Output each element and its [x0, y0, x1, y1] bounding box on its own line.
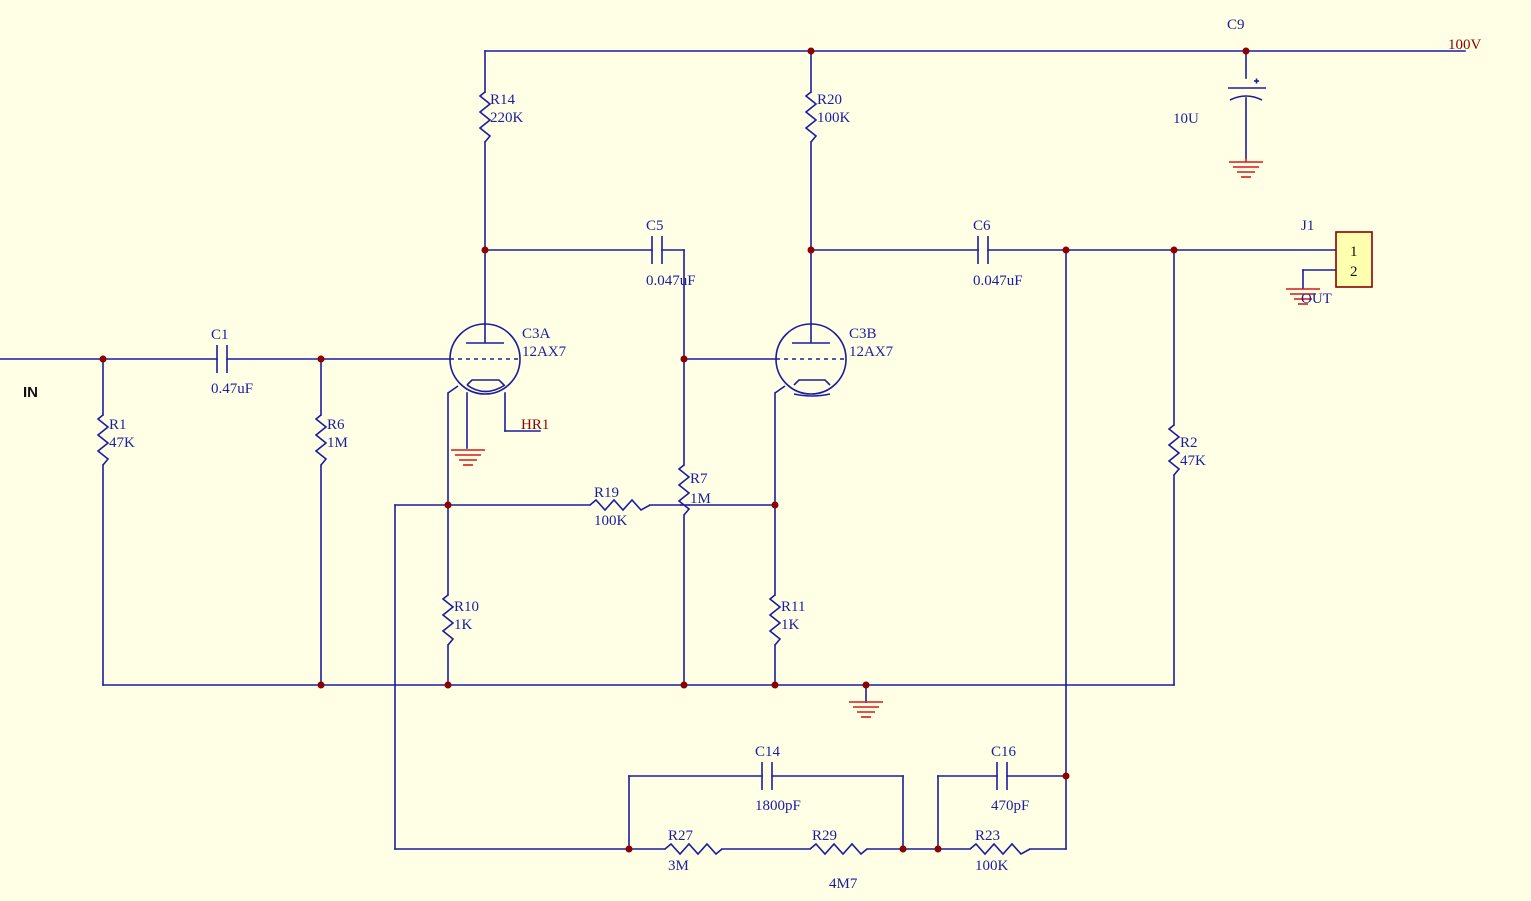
resistor-r6	[314, 414, 328, 466]
ground-icon	[451, 449, 485, 466]
r2-designator: R2	[1180, 435, 1198, 451]
resistors	[96, 91, 1181, 856]
capacitor-c5	[651, 236, 663, 264]
c3b-value: 12AX7	[849, 344, 894, 360]
resistor-r11	[768, 594, 782, 646]
capacitors	[216, 78, 1266, 790]
supply-net-label: 100V	[1448, 37, 1482, 53]
ground-icon	[1286, 288, 1320, 305]
c5-designator: C5	[646, 218, 664, 234]
j1-pin2-label: 2	[1350, 264, 1358, 280]
resistor-r19	[589, 498, 651, 512]
c1-designator: C1	[211, 327, 229, 343]
c3a-designator: C3A	[522, 326, 551, 342]
r1-designator: R1	[109, 417, 127, 433]
r19-value: 100K	[594, 513, 628, 529]
heater-net-label: HR1	[521, 417, 549, 433]
r11-value: 1K	[781, 617, 800, 633]
c6-value: 0.047uF	[973, 273, 1023, 289]
c9-designator: C9	[1227, 17, 1245, 33]
r23-designator: R23	[975, 828, 1000, 844]
r10-value: 1K	[454, 617, 473, 633]
resistor-r10	[441, 594, 455, 646]
ground-icon	[1229, 158, 1263, 178]
r20-designator: R20	[817, 92, 842, 108]
wires	[0, 50, 1466, 850]
resistor-r14	[478, 91, 492, 143]
c3a-value: 12AX7	[522, 344, 567, 360]
tube-c3a	[447, 323, 521, 395]
c3b-designator: C3B	[849, 326, 877, 342]
j1-designator: J1	[1301, 218, 1314, 234]
capacitor-c16	[996, 762, 1008, 790]
resistor-r29	[809, 842, 868, 856]
c6-designator: C6	[973, 218, 991, 234]
r11-designator: R11	[781, 599, 805, 615]
r10-designator: R10	[454, 599, 479, 615]
r6-designator: R6	[327, 417, 345, 433]
r7-value: 1M	[690, 491, 711, 507]
ground-symbols	[451, 158, 1320, 718]
r14-value: 220K	[490, 110, 524, 126]
r2-value: 47K	[1180, 453, 1206, 469]
tube-c3b	[774, 323, 847, 397]
r27-designator: R27	[668, 828, 694, 844]
connector-j1: 1 2	[1335, 231, 1373, 288]
capacitor-c6	[977, 236, 989, 264]
resistor-r2	[1167, 424, 1181, 476]
r6-value: 1M	[327, 435, 348, 451]
output-label: OUT	[1301, 291, 1332, 307]
resistor-r7	[677, 464, 691, 516]
c5-value: 0.047uF	[646, 273, 696, 289]
r27-value: 3M	[668, 858, 689, 874]
r7-designator: R7	[690, 471, 708, 487]
c1-value: 0.47uF	[211, 381, 253, 397]
labels: IN HR1 100V C9 10U R14 220K R20 100K C5 …	[23, 17, 1482, 892]
capacitor-c14	[761, 762, 773, 790]
input-label: IN	[23, 384, 38, 401]
junctions	[99, 47, 1250, 853]
r23-value: 100K	[975, 858, 1009, 874]
capacitor-c1	[216, 345, 228, 373]
resistor-r20	[804, 91, 818, 143]
c16-designator: C16	[991, 744, 1017, 760]
r14-designator: R14	[490, 92, 516, 108]
r19-designator: R19	[594, 485, 619, 501]
resistor-r27	[664, 842, 723, 856]
resistor-r23	[969, 842, 1031, 856]
c16-value: 470pF	[991, 798, 1029, 814]
j1-pin1-label: 1	[1350, 244, 1358, 260]
r20-value: 100K	[817, 110, 851, 126]
resistor-r1	[96, 414, 110, 466]
r29-value: 4M7	[829, 876, 858, 892]
c14-value: 1800pF	[755, 798, 801, 814]
capacitor-c9	[1228, 78, 1266, 101]
r1-value: 47K	[109, 435, 135, 451]
r29-designator: R29	[812, 828, 837, 844]
c14-designator: C14	[755, 744, 781, 760]
c9-value: 10U	[1173, 111, 1199, 127]
ground-icon	[849, 701, 883, 718]
